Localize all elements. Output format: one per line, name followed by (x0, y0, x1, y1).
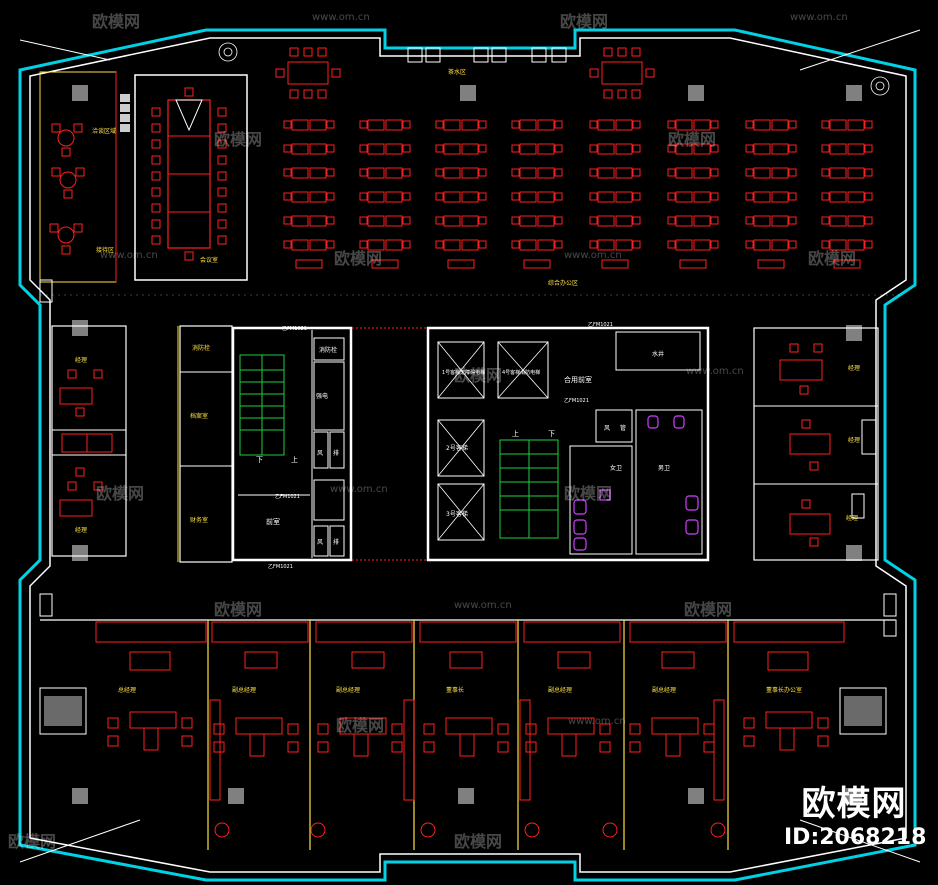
right-core (426, 326, 710, 562)
meeting-room-label: 会议室 (200, 256, 218, 264)
left-core (231, 326, 353, 562)
elevator-front-label: 合用前室 (564, 375, 592, 384)
stair-lobby-label: 前室 (266, 517, 280, 526)
stair-down-left-label: 下 (256, 456, 263, 464)
fire-door-tag-1: 乙FM1021 (282, 325, 307, 332)
meeting-room (134, 74, 248, 281)
brand-name: 欧模网 (801, 784, 907, 824)
discussion-area (39, 71, 130, 283)
fire-door-tag-2: 乙FM1021 (275, 493, 300, 500)
shaft-fan-3-label: 风 (604, 425, 610, 432)
shaft-elec-label: 强电 (316, 392, 328, 400)
manager-right-2-label: 经理 (848, 436, 860, 444)
stair-down-right-label: 下 (548, 430, 555, 438)
freight-elevator-label: 1号客梯无障碍电梯 (442, 369, 485, 376)
open-office-label: 综合办公区 (548, 279, 578, 287)
tea-area-tables (275, 47, 655, 99)
manager-left-label: 经理 (75, 356, 87, 364)
left-manager-rooms (51, 325, 127, 557)
finance-office-label: 财务室 (190, 516, 208, 524)
fire-door-tag-3: 乙FM1021 (268, 563, 293, 570)
director-office-label: 董事长 (446, 686, 464, 694)
right-manager-rooms (753, 327, 879, 561)
manager-left-2-label: 经理 (75, 526, 87, 534)
fire-door-tag-5: 乙FM1021 (564, 397, 589, 404)
discussion-area-label: 洽谈区域 (92, 127, 116, 135)
fire-hydrant-core-label: 消防栓 (319, 346, 337, 354)
shaft-fan-label: 风 (317, 450, 323, 457)
water-well-label: 水井 (652, 350, 664, 358)
manager-right-3-label: 经理 (846, 514, 858, 522)
finance-archive-rooms (177, 325, 233, 563)
fire-elevator-label: 4号客梯消防电梯 (502, 369, 540, 376)
shaft-pipe-label: 管 (620, 424, 626, 432)
male-wc-label: 男卫 (658, 465, 670, 472)
tea-area-label: 茶水区 (448, 68, 466, 76)
female-wc-label: 女卫 (610, 464, 622, 472)
deputy-office-4-label: 副总经理 (652, 686, 676, 694)
archive-label: 档案室 (190, 412, 208, 420)
deputy-office-3-label: 副总经理 (548, 686, 572, 694)
plant-icon (218, 42, 890, 96)
fire-hydrant-label: 消防栓 (192, 344, 210, 352)
shaft-fan-2-label: 风 (317, 539, 323, 546)
shaft-smoke-2-label: 排 (333, 538, 339, 546)
lounge-chairs (214, 822, 726, 838)
fire-door-tag-4: 乙FM1021 (588, 321, 613, 328)
workstation-clusters (283, 119, 873, 269)
deputy-office-1-label: 副总经理 (232, 686, 256, 694)
deputy-office-2-label: 副总经理 (336, 686, 360, 694)
brand-badge: 欧模网 ID:2068218 (784, 784, 927, 852)
executive-desks (107, 711, 829, 757)
reception-label: 接待区 (96, 246, 114, 254)
elevator-2-label: 2号客梯 (446, 444, 468, 452)
outer-wall (18, 28, 917, 882)
chairman-office-label: 董事长办公室 (766, 686, 802, 694)
bottom-offices (39, 619, 895, 850)
elevator-3-label: 3号客梯 (446, 510, 468, 518)
shaft-smoke-label: 排 (333, 449, 339, 457)
stair-up-left-label: 上 (291, 455, 298, 464)
inner-wall (29, 37, 907, 873)
structural-columns (72, 85, 862, 804)
manager-right-1-label: 经理 (848, 364, 860, 372)
brand-id: ID:2068218 (784, 825, 927, 850)
general-office-label: 总经理 (118, 686, 136, 694)
stair-up-right-label: 上 (512, 429, 519, 438)
extinguisher-icon (39, 279, 897, 637)
